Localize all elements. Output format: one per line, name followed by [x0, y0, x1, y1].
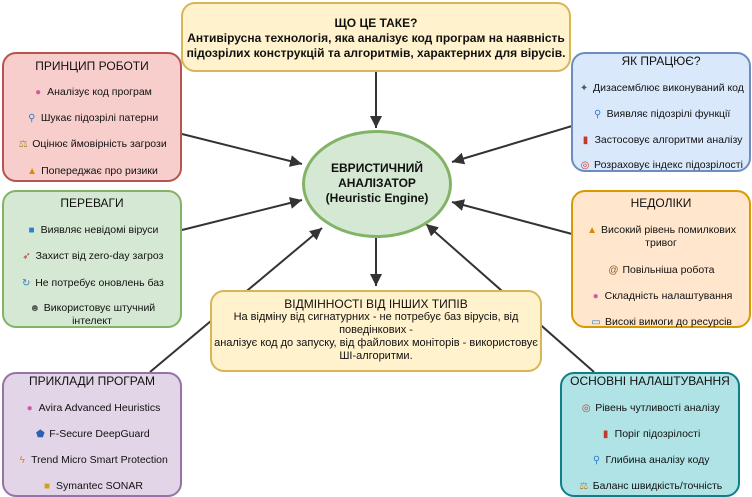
advantages-box: ПЕРЕВАГИ ■Виявляє невідомі віруси ➶Захис… — [2, 190, 182, 328]
advantages-item-1: ■Виявляє невідомі віруси — [4, 224, 180, 237]
disadvantages-title: НЕДОЛІКИ — [630, 196, 692, 210]
central-title-line1: ЕВРИСТИЧНИЙ — [331, 161, 423, 175]
brain-icon: ● — [35, 87, 42, 98]
shield-icon: ➶ — [22, 251, 31, 262]
differences-line3: аналізує код до запуску, від файлових мо… — [214, 337, 538, 349]
principle-box: ПРИНЦИП РОБОТИ ●Аналізує код програм ⚲Шу… — [2, 52, 182, 182]
magnifier-icon: ⚲ — [28, 113, 36, 124]
how-item-1: ✦Дизасемблює виконуваний код — [579, 82, 744, 94]
examples-title: ПРИКЛАДИ ПРОГРАМ — [28, 374, 155, 388]
advantages-item-3: ↻Не потребує оновлень баз — [22, 277, 164, 289]
principle-item-4: ▲Попереджає про ризики — [27, 165, 158, 177]
lock-icon: ■ — [43, 481, 51, 492]
what-is-it-title: ЩО ЦЕ ТАКЕ? — [334, 16, 418, 30]
microscope-icon: ✦ — [579, 83, 589, 94]
chart-icon: ▮ — [602, 429, 609, 440]
arrow-principle — [181, 133, 303, 167]
brain-icon: ● — [592, 291, 599, 302]
examples-item-1: ●Avira Advanced Heuristics — [4, 402, 180, 415]
computer-icon: ▭ — [591, 317, 601, 328]
how-box: ЯК ПРАЦЮЄ? ✦Дизасемблює виконуваний код … — [571, 52, 751, 172]
refresh-icon: ↻ — [22, 278, 31, 289]
settings-item-4: ⚖Баланс швидкість/точність — [579, 480, 723, 492]
advantages-item-2: ➶Захист від zero-day загроз — [22, 250, 164, 262]
arrow-advantages — [181, 197, 303, 231]
settings-box: ОСНОВНІ НАЛАШТУВАННЯ ◎Рівень чутливості … — [560, 372, 740, 497]
disadvantages-item-4: ▭Високі вимоги до ресурсів — [591, 316, 732, 328]
lightning-icon: ϟ — [19, 455, 25, 466]
principle-item-3: ⚖Оцінює ймовірність загрози — [18, 138, 167, 150]
central-node: ЕВРИСТИЧНИЙ АНАЛІЗАТОР (Heuristic Engine… — [302, 130, 452, 238]
differences-line2: поведінкових - — [339, 324, 413, 336]
how-item-2: ⚲Виявляє підозрілі функції — [573, 108, 749, 121]
magnifier-icon: ⚲ — [592, 455, 601, 466]
magnifier-icon: ⚲ — [594, 109, 602, 120]
settings-item-3: ⚲Глибина аналізу коду — [562, 454, 738, 467]
scales-icon: ⚖ — [18, 139, 28, 150]
advantages-title: ПЕРЕВАГИ — [60, 196, 124, 210]
settings-item-1: ◎Рівень чутливості аналізу — [581, 402, 720, 414]
target-icon: ◎ — [580, 160, 590, 171]
chart-icon: ▮ — [582, 135, 589, 146]
brain-icon: ● — [26, 403, 33, 414]
principle-title: ПРИНЦИП РОБОТИ — [35, 59, 149, 73]
differences-line4: ШІ-алгоритми. — [339, 350, 413, 362]
settings-title: ОСНОВНІ НАЛАШТУВАННЯ — [570, 374, 730, 388]
arrow-how — [451, 125, 573, 165]
differences-title: ВІДМІННОСТІ ВІД ІНШИХ ТИПІВ — [284, 297, 468, 311]
central-title-line2: АНАЛІЗАТОР — [338, 176, 416, 190]
new-icon: ■ — [28, 225, 35, 236]
what-is-it-line2: підозрілих конструкцій та алгоритмів, ха… — [186, 46, 566, 60]
central-subtitle: (Heuristic Engine) — [325, 191, 429, 205]
disadvantages-item-3: ●Складність налаштування — [573, 290, 749, 303]
scales-icon: ⚖ — [579, 481, 589, 492]
how-item-3: ▮Застосовує алгоритми аналізу — [573, 134, 749, 147]
robot-icon: ☻ — [29, 303, 41, 314]
shield-icon: ⬟ — [35, 429, 45, 440]
target-icon: ◎ — [581, 403, 591, 414]
warning-icon: ▲ — [587, 225, 597, 236]
what-is-it-line1: Антивірусна технологія, яка аналізує код… — [187, 31, 565, 45]
differences-box: ВІДМІННОСТІ ВІД ІНШИХ ТИПІВ На відміну в… — [210, 290, 542, 372]
snail-icon: @ — [608, 265, 619, 276]
settings-item-2: ▮Поріг підозрілості — [562, 428, 738, 441]
how-item-4: ◎Розраховує індекс підозрілості — [580, 159, 743, 171]
examples-box: ПРИКЛАДИ ПРОГРАМ ●Avira Advanced Heurist… — [2, 372, 182, 497]
warning-icon: ▲ — [27, 166, 38, 177]
what-is-it-box: ЩО ЦЕ ТАКЕ? Антивірусна технологія, яка … — [181, 2, 571, 72]
examples-item-4: ■Symantec SONAR — [4, 480, 180, 493]
disadvantages-item-2: @Повільніша робота — [608, 264, 715, 276]
differences-line1: На відміну від сигнатурних - не потребує… — [233, 311, 519, 323]
examples-item-2: ⬟F-Secure DeepGuard — [35, 428, 150, 440]
how-title: ЯК ПРАЦЮЄ? — [621, 54, 701, 68]
arrow-disadvantages — [451, 199, 573, 235]
principle-item-1: ●Аналізує код програм — [4, 86, 180, 99]
principle-item-2: ⚲Шукає підозрілі патерни — [4, 112, 180, 125]
